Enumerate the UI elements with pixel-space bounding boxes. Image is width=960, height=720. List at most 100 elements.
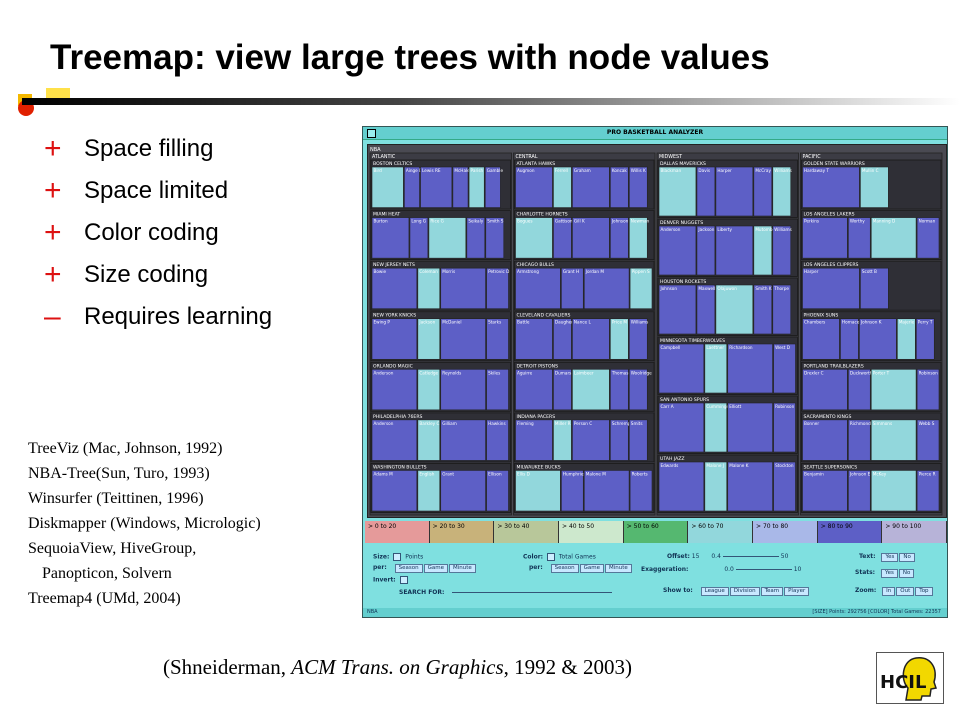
player-cell[interactable] [628,419,648,461]
player-cell[interactable] [515,419,553,461]
offset-slider[interactable] [722,556,779,557]
player-cell[interactable] [417,368,441,411]
player-cell[interactable] [772,284,792,335]
player-cell[interactable] [773,461,796,512]
player-cell[interactable] [860,166,889,208]
player-cell[interactable] [658,461,705,512]
player-cell[interactable] [371,217,410,259]
player-cell[interactable] [802,368,848,411]
size-value[interactable]: Points [405,553,424,561]
text-no-button[interactable]: No [899,553,915,562]
player-cell[interactable] [515,470,561,512]
per-season-button[interactable]: Season [394,564,423,573]
player-cell[interactable] [658,343,705,394]
player-cell[interactable] [583,267,630,310]
player-cell[interactable] [553,166,572,208]
player-cell[interactable] [848,419,871,461]
player-cell[interactable] [658,402,705,453]
player-cell[interactable] [916,470,940,512]
player-cell[interactable] [371,470,418,512]
close-icon[interactable] [367,129,376,138]
player-cell[interactable] [727,402,773,453]
player-cell[interactable] [658,284,697,335]
player-cell[interactable] [420,166,453,208]
player-cell[interactable] [404,166,420,208]
player-cell[interactable] [610,419,629,461]
player-cell[interactable] [572,166,610,208]
player-cell[interactable] [515,267,561,310]
player-cell[interactable] [610,217,629,259]
player-cell[interactable] [704,461,728,512]
player-cell[interactable] [417,267,441,310]
player-cell[interactable] [440,470,486,512]
player-cell[interactable] [715,284,754,335]
player-cell[interactable] [371,368,418,411]
stats-no-button[interactable]: No [898,569,915,578]
player-cell[interactable] [371,318,418,360]
player-cell[interactable] [561,267,584,310]
player-cell[interactable] [802,166,860,208]
player-cell[interactable] [515,368,553,411]
player-cell[interactable] [715,166,754,217]
player-cell[interactable] [553,217,572,259]
player-cell[interactable] [610,368,629,411]
player-cell[interactable] [916,217,940,259]
player-cell[interactable] [629,267,653,310]
player-cell[interactable] [409,217,429,259]
player-cell[interactable] [486,470,509,512]
player-cell[interactable] [371,166,404,208]
player-cell[interactable] [802,470,848,512]
player-cell[interactable] [583,470,630,512]
player-cell[interactable] [802,267,860,310]
player-cell[interactable] [572,419,610,461]
zoom-top-button[interactable]: Top [915,587,933,596]
showto-player-button[interactable]: Player [784,587,810,596]
invert-checkbox[interactable] [399,576,408,584]
player-cell[interactable] [515,217,553,259]
player-cell[interactable] [486,419,509,461]
player-cell[interactable] [715,225,754,276]
player-cell[interactable] [696,225,716,276]
player-cell[interactable] [658,166,697,217]
player-cell[interactable] [440,267,486,310]
player-cell[interactable] [704,402,728,453]
player-cell[interactable] [417,419,441,461]
player-cell[interactable] [440,419,486,461]
player-cell[interactable] [484,166,501,208]
player-cell[interactable] [610,166,629,208]
player-cell[interactable] [870,368,917,411]
player-cell[interactable] [848,470,871,512]
player-cell[interactable] [773,343,796,394]
per-game-button[interactable]: Game [423,564,448,573]
player-cell[interactable] [628,217,648,259]
showto-team-button[interactable]: Team [760,587,784,596]
player-cell[interactable] [772,166,792,217]
player-cell[interactable] [572,318,610,360]
player-cell[interactable] [840,318,859,360]
player-cell[interactable] [658,225,697,276]
player-cell[interactable] [727,343,773,394]
player-cell[interactable] [860,267,889,310]
player-cell[interactable] [561,470,584,512]
player-cell[interactable] [417,470,441,512]
player-cell[interactable] [753,166,773,217]
player-cell[interactable] [897,318,916,360]
player-cell[interactable] [628,368,648,411]
player-cell[interactable] [915,318,935,360]
player-cell[interactable] [428,217,467,259]
text-yes-button[interactable]: Yes [881,553,899,562]
player-cell[interactable] [440,318,486,360]
player-cell[interactable] [440,368,486,411]
showto-league-button[interactable]: League [700,587,729,596]
player-cell[interactable] [696,166,716,217]
player-cell[interactable] [515,318,553,360]
player-cell[interactable] [772,225,792,276]
player-cell[interactable] [572,217,610,259]
player-cell[interactable] [696,284,716,335]
player-cell[interactable] [727,461,773,512]
player-cell[interactable] [916,419,940,461]
player-cell[interactable] [572,368,610,411]
player-cell[interactable] [848,217,871,259]
zoom-in-button[interactable]: In [882,587,896,596]
